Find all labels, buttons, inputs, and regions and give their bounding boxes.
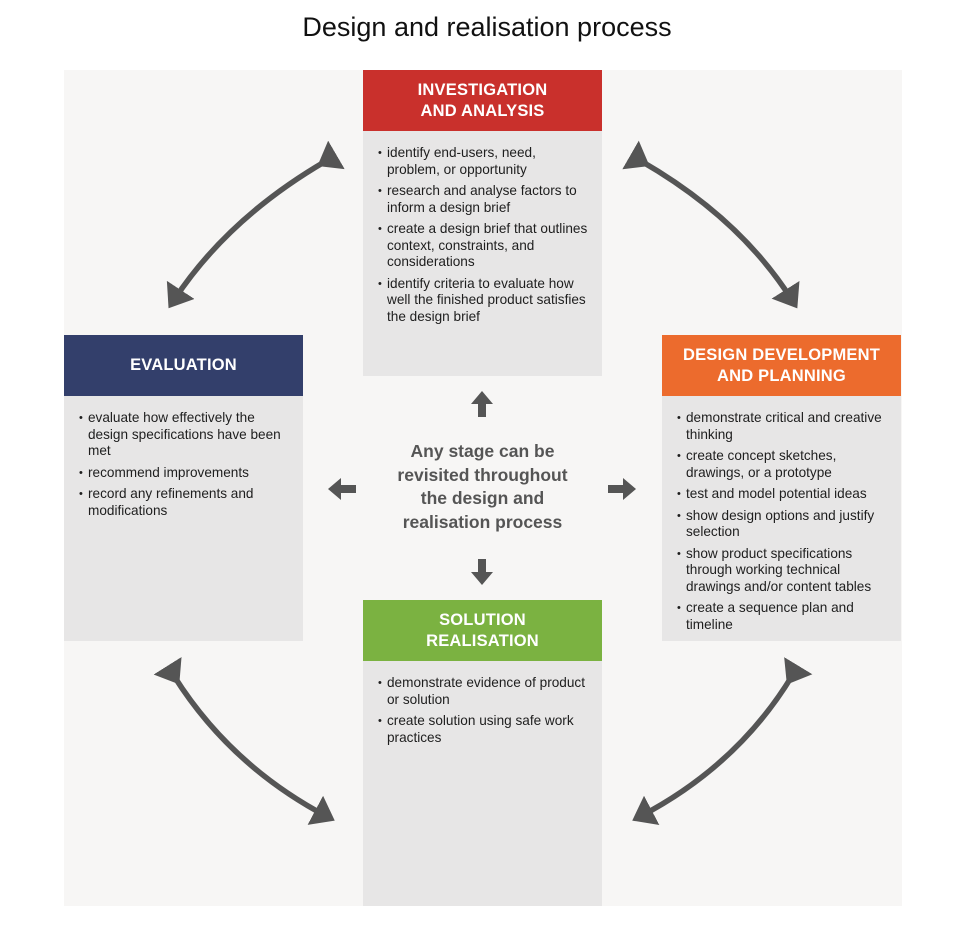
arrow-up-icon bbox=[471, 391, 493, 417]
list-item: test and model potential ideas bbox=[677, 486, 889, 503]
list-item: create a design brief that outlines cont… bbox=[378, 221, 590, 271]
list-item: create concept sketches, drawings, or a … bbox=[677, 448, 889, 481]
solution-title-line: SOLUTION bbox=[439, 610, 526, 629]
arrow-left-icon bbox=[328, 478, 356, 500]
evaluation-box: EVALUATION evaluate how effectively the … bbox=[64, 335, 303, 641]
center-note-line: the design and bbox=[420, 488, 545, 508]
list-item: recommend improvements bbox=[79, 465, 291, 482]
center-note: Any stage can be revisited throughout th… bbox=[363, 440, 602, 534]
double-arrow-bottom-right bbox=[632, 657, 813, 825]
investigation-header: INVESTIGATION AND ANALYSIS bbox=[363, 70, 602, 131]
investigation-box: INVESTIGATION AND ANALYSIS identify end-… bbox=[363, 70, 602, 376]
list-item: demonstrate evidence of product or solut… bbox=[378, 675, 590, 708]
list-item: research and analyse factors to inform a… bbox=[378, 183, 590, 216]
center-note-line: realisation process bbox=[402, 511, 563, 532]
investigation-title-line: AND ANALYSIS bbox=[420, 101, 545, 120]
list-item: identify end-users, need, problem, or op… bbox=[378, 145, 590, 178]
list-item: identify criteria to evaluate how well t… bbox=[378, 276, 590, 326]
double-arrow-top-right bbox=[622, 140, 800, 309]
evaluation-list: evaluate how effectively the design spec… bbox=[64, 396, 303, 519]
evaluation-header: EVALUATION bbox=[64, 335, 303, 396]
center-note-line: Any stage can be bbox=[410, 441, 555, 461]
list-item: show product specifications through work… bbox=[677, 546, 889, 596]
center-note-line: revisited throughout bbox=[397, 464, 568, 485]
design-development-title-line: DESIGN DEVELOPMENT bbox=[682, 345, 881, 364]
solution-header: SOLUTION REALISATION bbox=[363, 600, 602, 661]
investigation-title-line: INVESTIGATION bbox=[417, 80, 548, 99]
solution-title-line: REALISATION bbox=[426, 631, 539, 650]
diagram-title: Design and realisation process bbox=[302, 12, 672, 42]
list-item: record any refinements and modifications bbox=[79, 486, 291, 519]
design-development-list: demonstrate critical and creative thinki… bbox=[662, 396, 901, 633]
list-item: show design options and justify selectio… bbox=[677, 508, 889, 541]
arrow-down-icon bbox=[471, 559, 493, 585]
investigation-list: identify end-users, need, problem, or op… bbox=[363, 131, 602, 325]
solution-list: demonstrate evidence of product or solut… bbox=[363, 661, 602, 746]
design-development-title-line: AND PLANNING bbox=[717, 366, 846, 385]
list-item: evaluate how effectively the design spec… bbox=[79, 410, 291, 460]
list-item: demonstrate critical and creative thinki… bbox=[677, 410, 889, 443]
evaluation-title-line: EVALUATION bbox=[130, 356, 237, 374]
arrow-right-icon bbox=[608, 478, 636, 500]
list-item: create a sequence plan and timeline bbox=[677, 600, 889, 633]
design-development-header: DESIGN DEVELOPMENT AND PLANNING bbox=[662, 335, 901, 396]
double-arrow-top-left bbox=[166, 140, 345, 309]
design-development-box: DESIGN DEVELOPMENT AND PLANNING demonstr… bbox=[662, 335, 901, 641]
list-item: create solution using safe work practice… bbox=[378, 713, 590, 746]
double-arrow-bottom-left bbox=[153, 656, 335, 825]
solution-box: SOLUTION REALISATION demonstrate evidenc… bbox=[363, 600, 602, 906]
